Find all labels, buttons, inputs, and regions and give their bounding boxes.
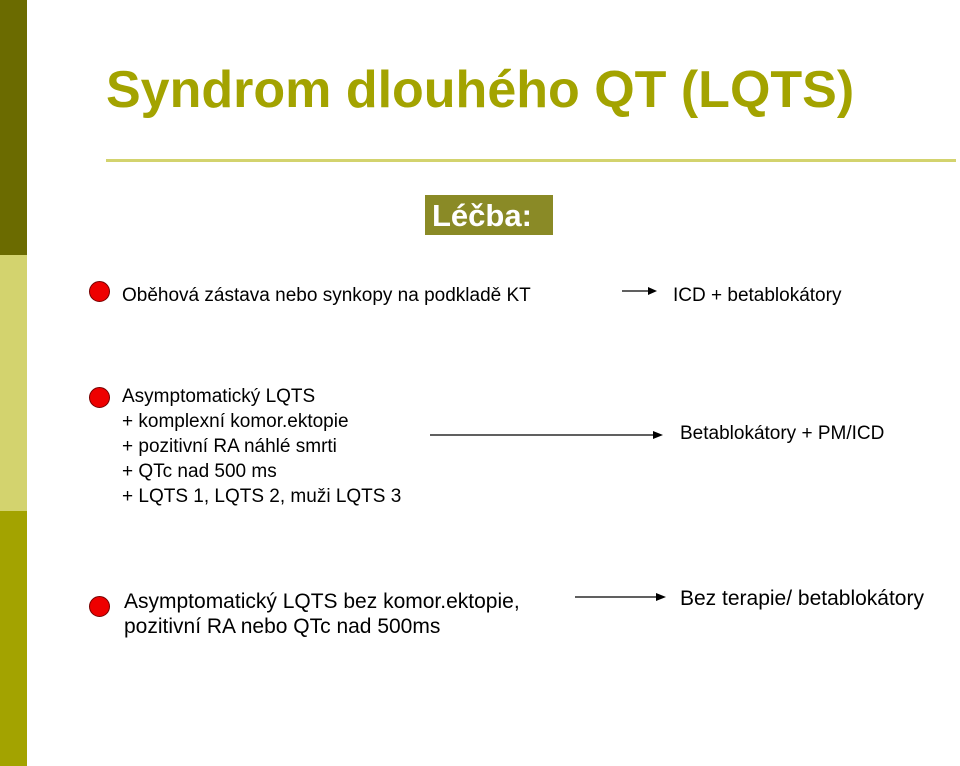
side-band-top <box>0 0 27 255</box>
arrow-right-icon <box>622 287 657 295</box>
condition-line: + pozitivní RA náhlé smrti <box>122 436 337 457</box>
treatment-text: ICD + betablokátory <box>673 285 842 306</box>
side-band-middle <box>0 255 27 511</box>
bullet-icon <box>89 281 110 302</box>
condition-text: Oběhová zástava nebo synkopy na podkladě… <box>122 283 531 308</box>
treatment-text: Betablokátory + PM/ICD <box>680 423 885 444</box>
section-label-box <box>425 195 553 235</box>
arrow-right-icon <box>430 431 663 439</box>
condition-line: + komplexní komor.ektopie <box>122 411 349 432</box>
condition-line: Asymptomatický LQTS bez komor.ektopie, <box>124 590 520 613</box>
slide-title: Syndrom dlouhého QT (LQTS) <box>106 61 855 119</box>
condition-line: Asymptomatický LQTS <box>122 386 316 407</box>
condition-line: pozitivní RA nebo QTc nad 500ms <box>124 615 441 638</box>
condition-text: Asymptomatický LQTS bez komor.ektopie, p… <box>124 589 520 639</box>
condition-text: Asymptomatický LQTS + komplexní komor.ek… <box>122 384 401 509</box>
arrow-right-icon <box>575 593 666 601</box>
section-label: Léčba: <box>432 198 532 233</box>
side-band-bottom <box>0 511 27 766</box>
title-divider <box>106 159 956 162</box>
condition-line: Oběhová zástava nebo synkopy na podkladě… <box>122 285 531 306</box>
bullet-icon <box>89 387 110 408</box>
bullet-icon <box>89 596 110 617</box>
condition-line: + QTc nad 500 ms <box>122 461 277 482</box>
treatment-text: Bez terapie/ betablokátory <box>680 587 924 610</box>
condition-line: + LQTS 1, LQTS 2, muži LQTS 3 <box>122 486 402 507</box>
